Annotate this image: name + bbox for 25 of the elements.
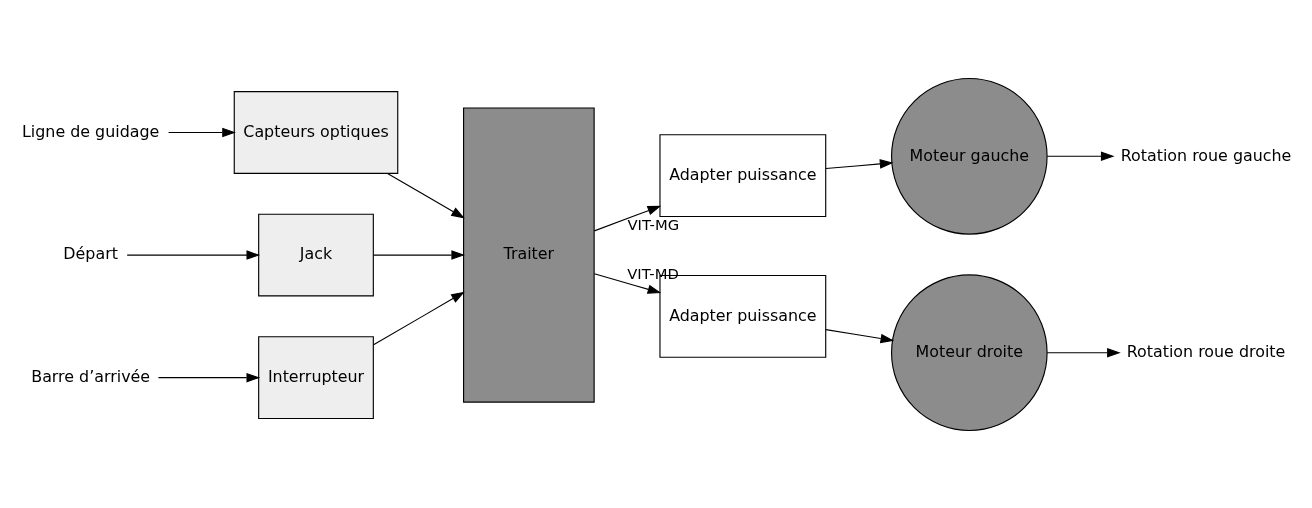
node-text: Rotation roue droite xyxy=(1126,341,1286,361)
arrow xyxy=(387,172,465,218)
edge-label: VIT-MG xyxy=(627,215,680,233)
arrow xyxy=(157,372,261,382)
node-box: Interrupteur xyxy=(258,335,374,419)
node-text: Ligne de guidage xyxy=(22,121,160,141)
node-text: Barre d’arrivée xyxy=(31,366,151,386)
arrow xyxy=(373,249,466,260)
node-text: Rotation roue gauche xyxy=(1120,145,1292,164)
node-circle: Moteur gauche xyxy=(891,77,1048,235)
arrow xyxy=(373,291,465,345)
node-circle: Moteur droite xyxy=(891,273,1048,431)
arrow xyxy=(825,328,895,343)
node-text: Départ xyxy=(63,243,118,263)
arrow xyxy=(825,158,894,169)
node-box: Capteurs optiques xyxy=(233,90,399,174)
node-box: Adapter puissance xyxy=(659,133,827,217)
arrow xyxy=(1046,347,1121,357)
arrow xyxy=(168,127,236,137)
arrow xyxy=(593,205,662,231)
arrow xyxy=(593,272,662,294)
arrow xyxy=(1046,151,1115,161)
node-box: Jack xyxy=(258,213,374,296)
arrow xyxy=(126,249,261,260)
node-box: Traiter xyxy=(463,107,595,403)
